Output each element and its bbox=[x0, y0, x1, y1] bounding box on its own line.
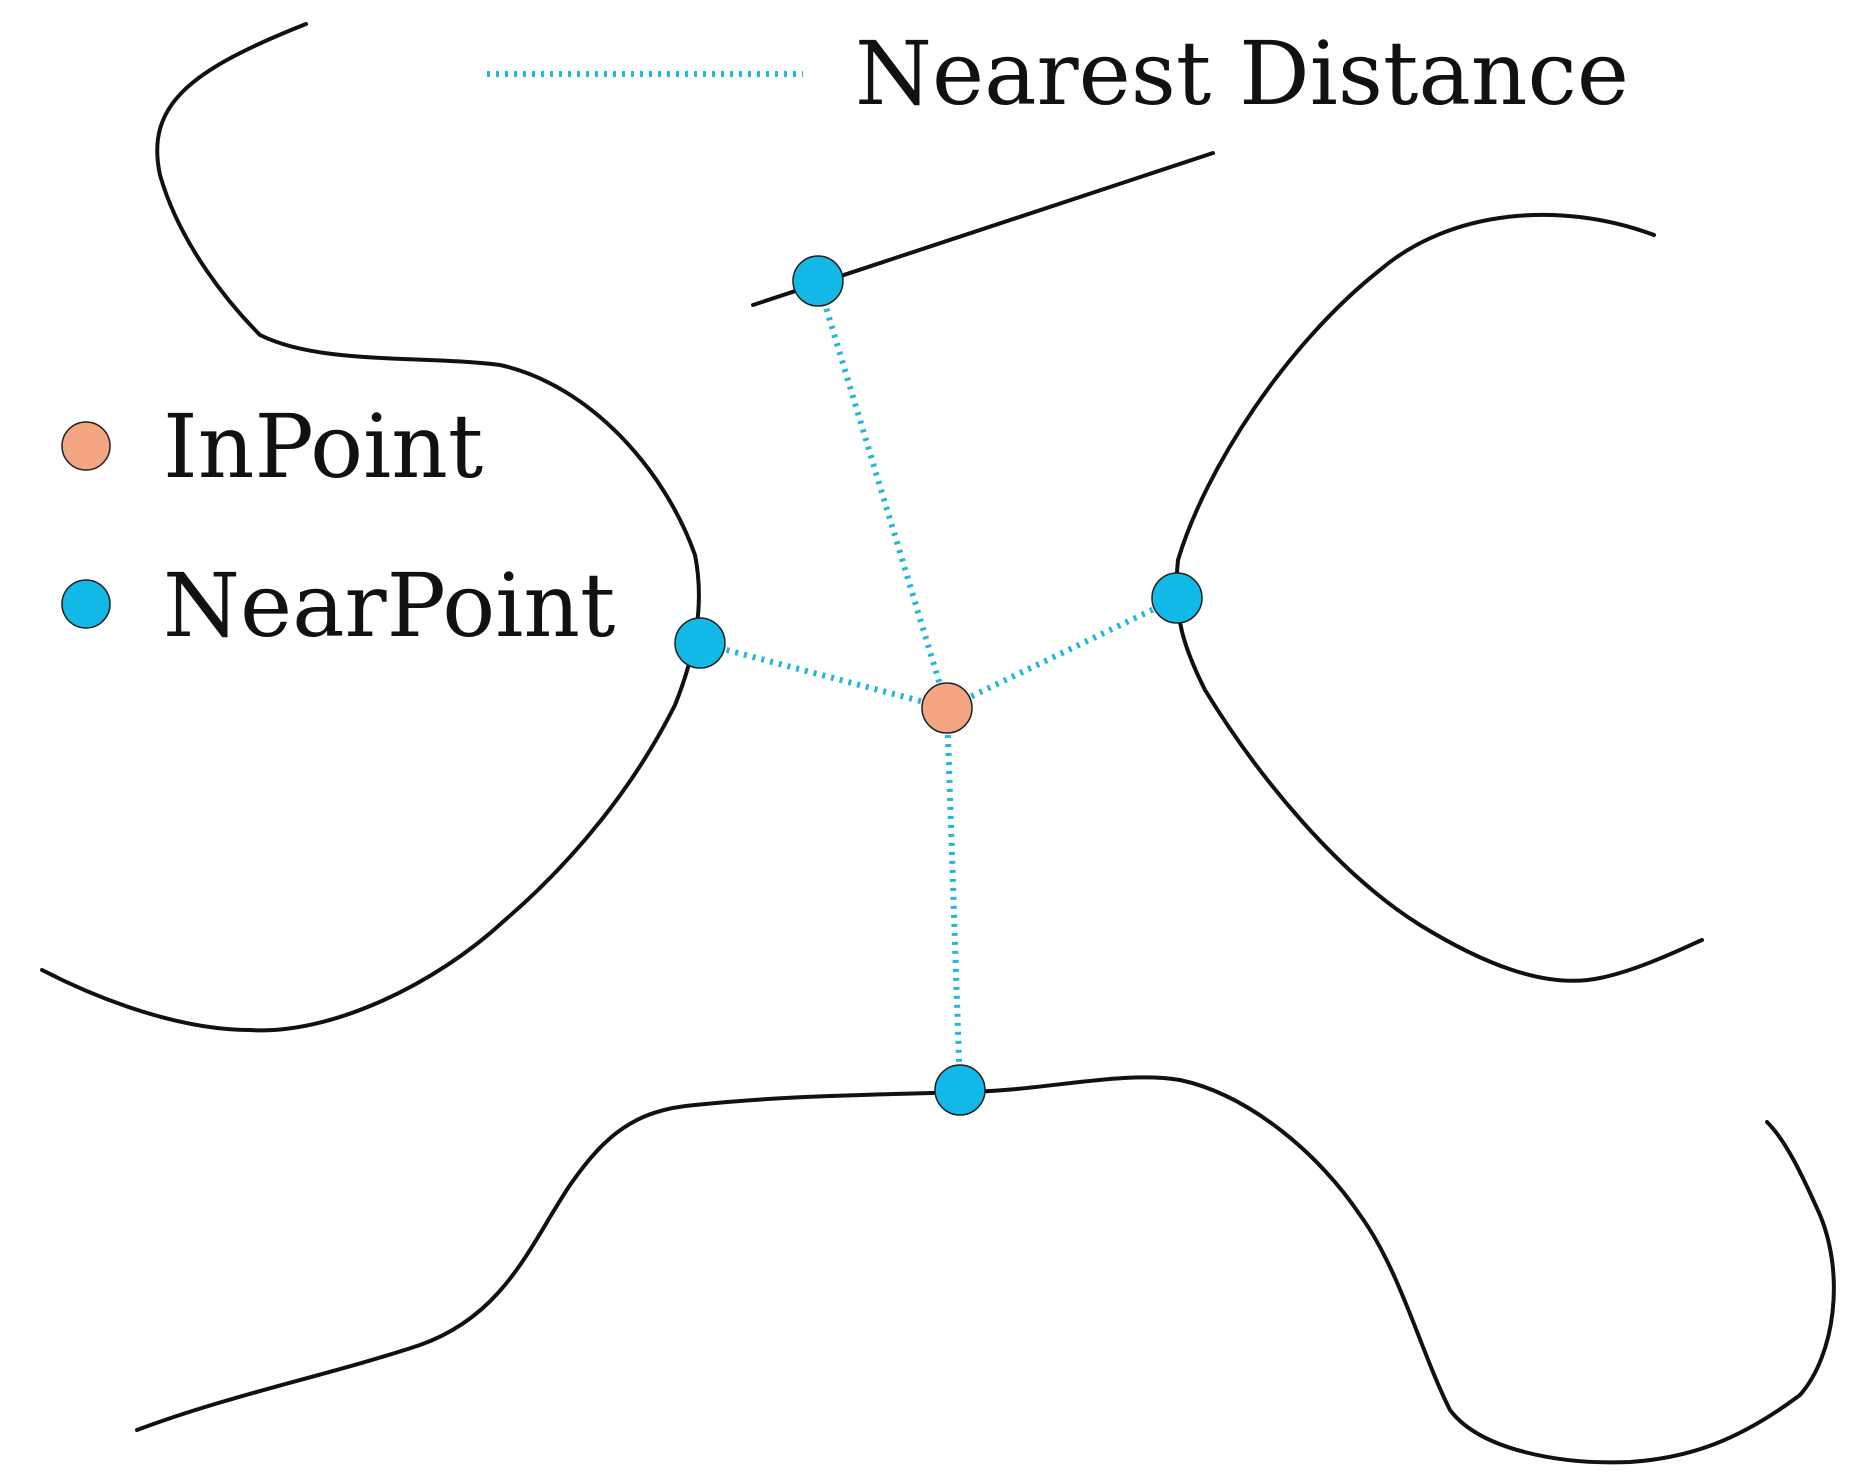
nearest-line-bottom bbox=[944, 707, 963, 1091]
nearpoint-marker-bottom bbox=[934, 1064, 986, 1116]
nearpoint-marker-right bbox=[1151, 572, 1203, 624]
nearest-line-top bbox=[815, 280, 950, 709]
legend: Nearest Distance InPoint NearPoint bbox=[61, 22, 1629, 657]
nearpoint-marker-top bbox=[792, 255, 844, 307]
nearest-line-left bbox=[699, 640, 948, 711]
legend-inpoint-label: InPoint bbox=[163, 395, 483, 498]
curve-right bbox=[1174, 212, 1704, 983]
legend-nearpoint-icon bbox=[61, 579, 111, 629]
nearest-distance-lines bbox=[699, 280, 1179, 1091]
curve-top-left bbox=[40, 22, 701, 1033]
legend-inpoint-icon bbox=[61, 421, 111, 471]
inpoint-marker bbox=[921, 682, 973, 734]
near-points bbox=[674, 255, 1203, 1116]
nearpoint-marker-left bbox=[674, 617, 726, 669]
legend-nearpoint-label: NearPoint bbox=[163, 554, 615, 657]
legend-nearest-distance-label: Nearest Distance bbox=[855, 22, 1629, 125]
nearest-line-right bbox=[945, 595, 1179, 711]
curve-bottom bbox=[135, 1075, 1836, 1465]
